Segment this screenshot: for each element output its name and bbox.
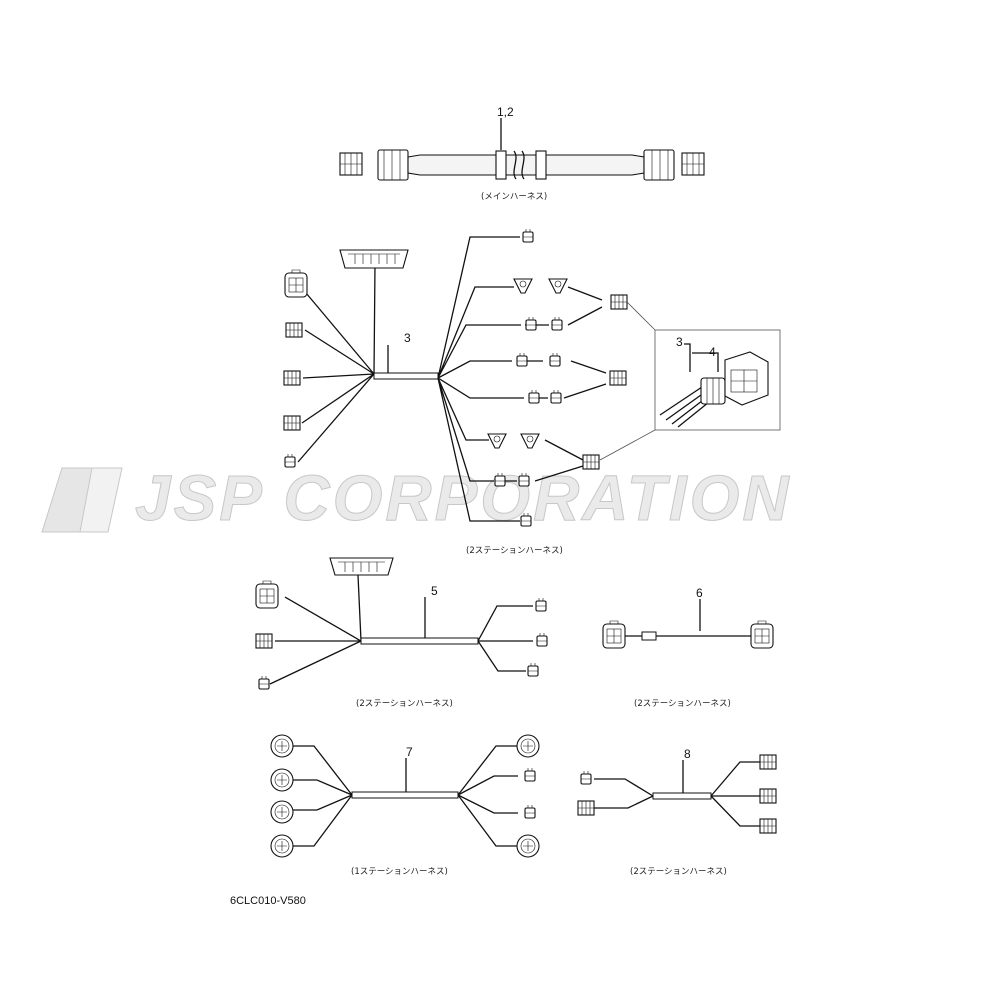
connector-icon (513, 278, 533, 294)
connector-icon (516, 734, 540, 758)
connector-icon (551, 316, 563, 331)
connector-icon (284, 453, 296, 468)
part-number-label: 1,2 (497, 105, 514, 119)
connector-icon (283, 415, 301, 431)
connector-icon (258, 675, 270, 690)
connector-icon (377, 149, 409, 181)
part-5-station-harness: 5 (2ステーションハーネス) (255, 557, 548, 709)
connector-icon (759, 754, 777, 770)
harness-caption: (2ステーションハーネス) (466, 546, 563, 556)
connector-icon (548, 278, 568, 294)
connector-icon (516, 834, 540, 858)
part-3-station-harness: 3 (2ステーションハーネス) 3 4 (283, 228, 781, 556)
connector-icon (550, 389, 562, 404)
drawing-code: 6CLC010-V580 (230, 895, 306, 907)
part-number-label: 8 (684, 747, 691, 761)
connector-icon (270, 734, 294, 758)
connector-icon (700, 377, 726, 405)
connector-icon (577, 800, 595, 816)
harness-caption: (1ステーションハーネス) (351, 867, 448, 877)
inset-part-label: 3 (676, 335, 683, 349)
connector-icon (270, 834, 294, 858)
connector-icon (535, 597, 547, 612)
connector-icon (339, 152, 363, 176)
part-1-2-main-harness: 1,2 (メインハーネス) (339, 105, 705, 202)
connector-icon (681, 152, 705, 176)
detail-inset: 3 4 (599, 301, 781, 461)
connector-icon (724, 351, 769, 406)
connector-icon (759, 788, 777, 804)
part-number-label: 7 (406, 745, 413, 759)
connector-icon (602, 620, 626, 649)
connector-icon (580, 770, 592, 785)
inset-part-label: 4 (709, 345, 716, 359)
connector-icon (270, 800, 294, 824)
connector-icon (283, 370, 301, 386)
connector-icon (255, 580, 279, 609)
connector-icon (270, 768, 294, 792)
connector-icon (516, 352, 528, 367)
connector-icon (536, 632, 548, 647)
part-number-label: 6 (696, 586, 703, 600)
harness-caption: (2ステーションハーネス) (630, 867, 727, 877)
connector-icon (285, 322, 303, 338)
harness-caption: (2ステーションハーネス) (356, 699, 453, 709)
connector-icon (525, 316, 537, 331)
connector-icon (522, 228, 534, 243)
connector-icon (255, 633, 273, 649)
watermark-text: JSP CORPORATION (135, 462, 792, 534)
connector-icon (528, 389, 540, 404)
harness-caption: (メインハーネス) (481, 192, 547, 202)
connector-icon (750, 620, 774, 649)
part-6-station-harness: 6 (2ステーションハーネス) (602, 586, 774, 709)
connector-icon (487, 433, 507, 449)
connector-icon (609, 370, 627, 386)
connector-icon (339, 249, 409, 269)
harness-caption: (2ステーションハーネス) (634, 699, 731, 709)
watermark: JSP CORPORATION (41, 462, 792, 535)
connector-icon (329, 557, 394, 576)
connector-icon (643, 149, 675, 181)
watermark-logo-mark-2 (79, 467, 123, 533)
connector-icon (610, 294, 628, 310)
connector-icon (582, 454, 600, 470)
part-8-station-harness: 8 (2ステーションハーネス) (577, 747, 777, 877)
connector-icon (524, 804, 536, 819)
connector-icon (520, 433, 540, 449)
part-number-label: 3 (404, 331, 411, 345)
part-7-station-harness: 7 (1ステーションハーネス) (270, 734, 540, 877)
connector-icon (549, 352, 561, 367)
connector-icon (284, 269, 308, 298)
connector-icon (527, 662, 539, 677)
connector-icon (759, 818, 777, 834)
connector-icon (524, 767, 536, 782)
part-number-label: 5 (431, 584, 438, 598)
